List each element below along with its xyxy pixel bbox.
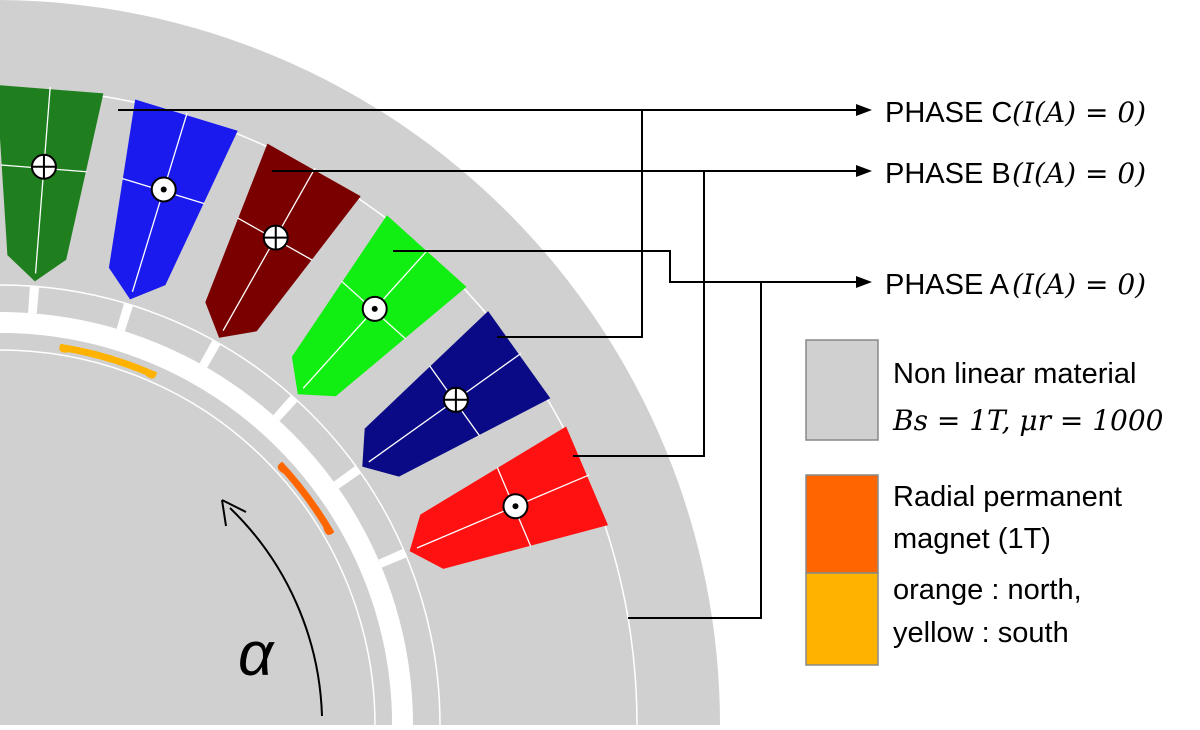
arrow-right-icon	[856, 104, 872, 116]
arrow-right-icon	[856, 276, 872, 288]
slot-body	[0, 85, 104, 282]
slot-opening	[199, 339, 221, 368]
slot-opening	[273, 395, 298, 421]
legend-magnet-line3: orange : north,	[893, 574, 1082, 606]
slot-opening	[378, 548, 407, 568]
slot-openings	[28, 286, 407, 568]
phase-wiring	[118, 104, 872, 619]
svg-text:(I(A) = 0): (I(A) = 0)	[1012, 96, 1146, 129]
magnet	[59, 343, 157, 379]
legend-material-title: Non linear material	[893, 358, 1136, 390]
svg-text:(I(A) = 0): (I(A) = 0)	[1012, 268, 1146, 301]
slot-phase-a	[205, 143, 361, 338]
phase-a-label: PHASE A (I(A) = 0)	[885, 268, 1146, 301]
stator-boundary-arc	[0, 284, 441, 726]
legend-magnet-line2: magnet (1T)	[893, 523, 1051, 555]
legend-magnet-south-swatch	[805, 572, 879, 666]
rotation-arrow: α	[221, 499, 323, 717]
rotation-angle-symbol: α	[238, 620, 275, 689]
magnet	[277, 461, 335, 535]
slot-phase-b	[362, 311, 551, 477]
rotor-mesh-arc	[0, 349, 376, 726]
svg-text:PHASE B: PHASE B	[885, 158, 1011, 190]
phase-c-label: PHASE C (I(A) = 0)	[885, 96, 1146, 129]
slot-opening	[28, 286, 40, 314]
legend-magnet-line4: yellow : south	[893, 617, 1069, 649]
slot-body	[108, 99, 238, 300]
legend-material-params: Bs = 1T, μr = 1000	[892, 404, 1163, 437]
rotor-core	[0, 333, 392, 725]
svg-text:(I(A) = 0): (I(A) = 0)	[1012, 157, 1146, 190]
legend-magnet-line1: Radial permanent	[893, 481, 1122, 513]
legend-magnet-north-swatch	[805, 474, 879, 574]
permanent-magnets	[59, 343, 335, 535]
winding-slots	[0, 85, 608, 569]
legend: Non linear material Bs = 1T, μr = 1000 R…	[805, 339, 1163, 666]
phase-b-label: PHASE B (I(A) = 0)	[885, 157, 1146, 190]
arrow-head-icon	[221, 499, 247, 527]
slot-phase-c	[291, 215, 467, 397]
svg-text:PHASE A: PHASE A	[885, 269, 1010, 301]
arrow-right-icon	[856, 165, 872, 177]
svg-text:PHASE C: PHASE C	[885, 97, 1012, 129]
slot-opening	[116, 302, 133, 332]
slot-phase-c	[0, 85, 104, 282]
slot-phase-b	[108, 99, 238, 300]
slot-opening	[333, 465, 361, 489]
slot-phase-a	[409, 426, 608, 569]
legend-material-swatch	[805, 339, 879, 441]
